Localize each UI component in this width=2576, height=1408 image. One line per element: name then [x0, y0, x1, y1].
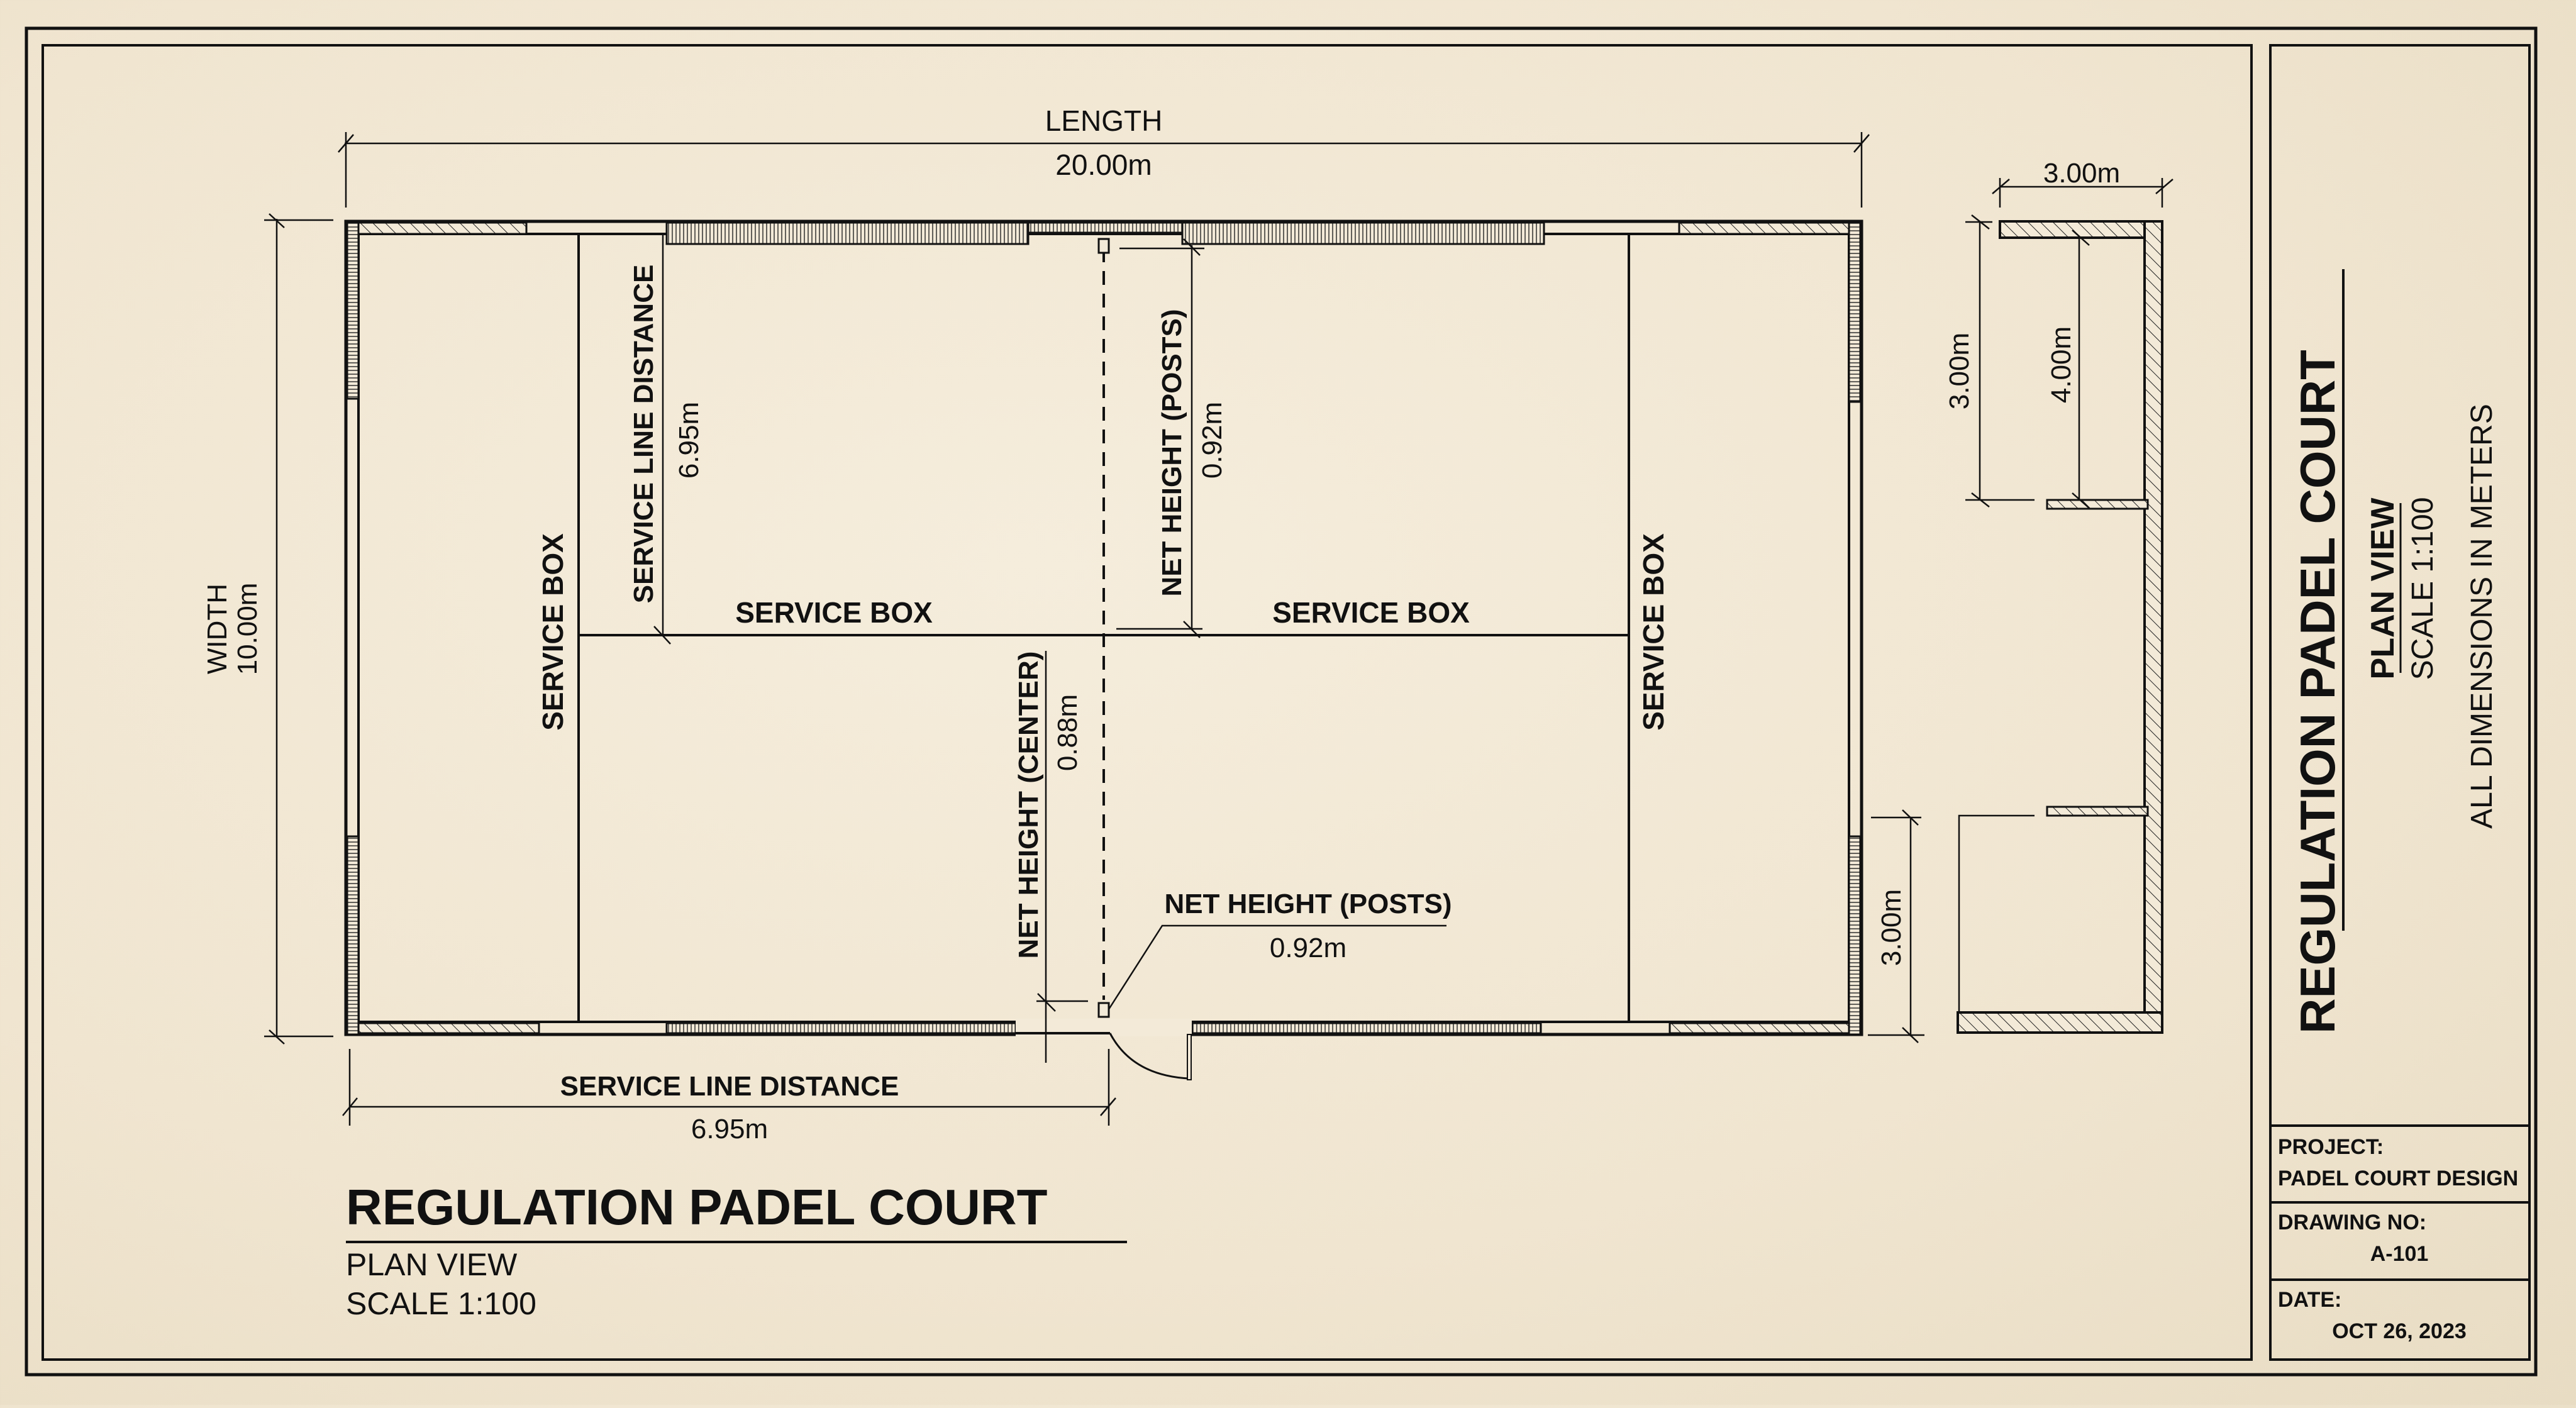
top-wall-glass-left [665, 221, 1030, 245]
length-value: 20.00m [1055, 148, 1152, 181]
left-service-box-label: SERVICE BOX [536, 533, 569, 731]
top-wall-right-corner [1678, 221, 1860, 235]
drawing-title: REGULATION PADEL COURT [346, 1179, 1048, 1235]
net-center-value: 0.88m [1052, 694, 1083, 771]
right-service-box-label: SERVICE BOX [1637, 533, 1670, 731]
date-value: OCT 26, 2023 [2332, 1319, 2467, 1343]
net-posts-label: NET HEIGHT (POSTS) [1157, 309, 1187, 596]
drawing-scale: SCALE 1:100 [346, 1286, 536, 1321]
door-leaf [1187, 1034, 1192, 1080]
title-block-note: ALL DIMENSIONS IN METERS [2465, 404, 2499, 829]
dimension-lines [264, 132, 1924, 1126]
top-wall-left-corner [346, 221, 528, 235]
width-value: 10.00m [232, 583, 263, 675]
date-label: DATE: [2278, 1288, 2341, 1312]
sheet-frame [25, 26, 2538, 1377]
title-block-title: REGULATION PADEL COURT [2290, 350, 2345, 1034]
title-block-view: PLAN VIEW [2365, 497, 2401, 680]
center-right-service-box-label: SERVICE BOX [1272, 596, 1470, 629]
service-line-label: SERVICE LINE DISTANCE [560, 1071, 899, 1102]
length-label: LENGTH [1045, 104, 1163, 137]
project-value: PADEL COURT DESIGN [2278, 1167, 2518, 1190]
detail-inner-height: 4.00m [2046, 326, 2077, 403]
net-posts-value: 0.92m [1197, 402, 1228, 479]
net-post-top [1097, 238, 1110, 254]
drawing-view: PLAN VIEW [346, 1247, 518, 1282]
detail-top-width: 3.00m [2043, 158, 2120, 189]
service-line-vertical-value: 6.95m [674, 402, 704, 479]
court [344, 219, 1863, 1080]
bottom-wall-left-corner [346, 1022, 540, 1034]
service-line-value: 6.95m [691, 1114, 768, 1145]
top-wall-glass-right [1181, 221, 1545, 245]
drawing-no-value: A-101 [2370, 1242, 2429, 1266]
project-label: PROJECT: [2278, 1135, 2384, 1159]
title-block: REGULATION PADEL COURT PLAN VIEW SCALE 1… [2270, 269, 2529, 1343]
service-line-vertical-label: SERVICE LINE DISTANCE [628, 265, 659, 604]
detail-left-height: 3.00m [1944, 333, 1975, 409]
net-center-label: NET HEIGHT (CENTER) [1013, 651, 1044, 959]
net-posts-leader-label: NET HEIGHT (POSTS) [1164, 889, 1452, 919]
corner-detail [1957, 220, 2163, 1034]
center-left-service-box-label: SERVICE BOX [735, 596, 933, 629]
drawing-no-label: DRAWING NO: [2278, 1211, 2426, 1234]
title-block-scale: SCALE 1:100 [2406, 497, 2440, 680]
net-post-bottom [1097, 1002, 1110, 1018]
door-swing-arc [1109, 1033, 1189, 1080]
net-posts-leader-value: 0.92m [1270, 933, 1346, 963]
bottom-wall-right-corner [1668, 1022, 1860, 1034]
width-label: WIDTH [202, 584, 233, 674]
right-corner-dimension: 3.00m [1876, 889, 1907, 966]
detail-dimension-lines [1965, 178, 2174, 509]
